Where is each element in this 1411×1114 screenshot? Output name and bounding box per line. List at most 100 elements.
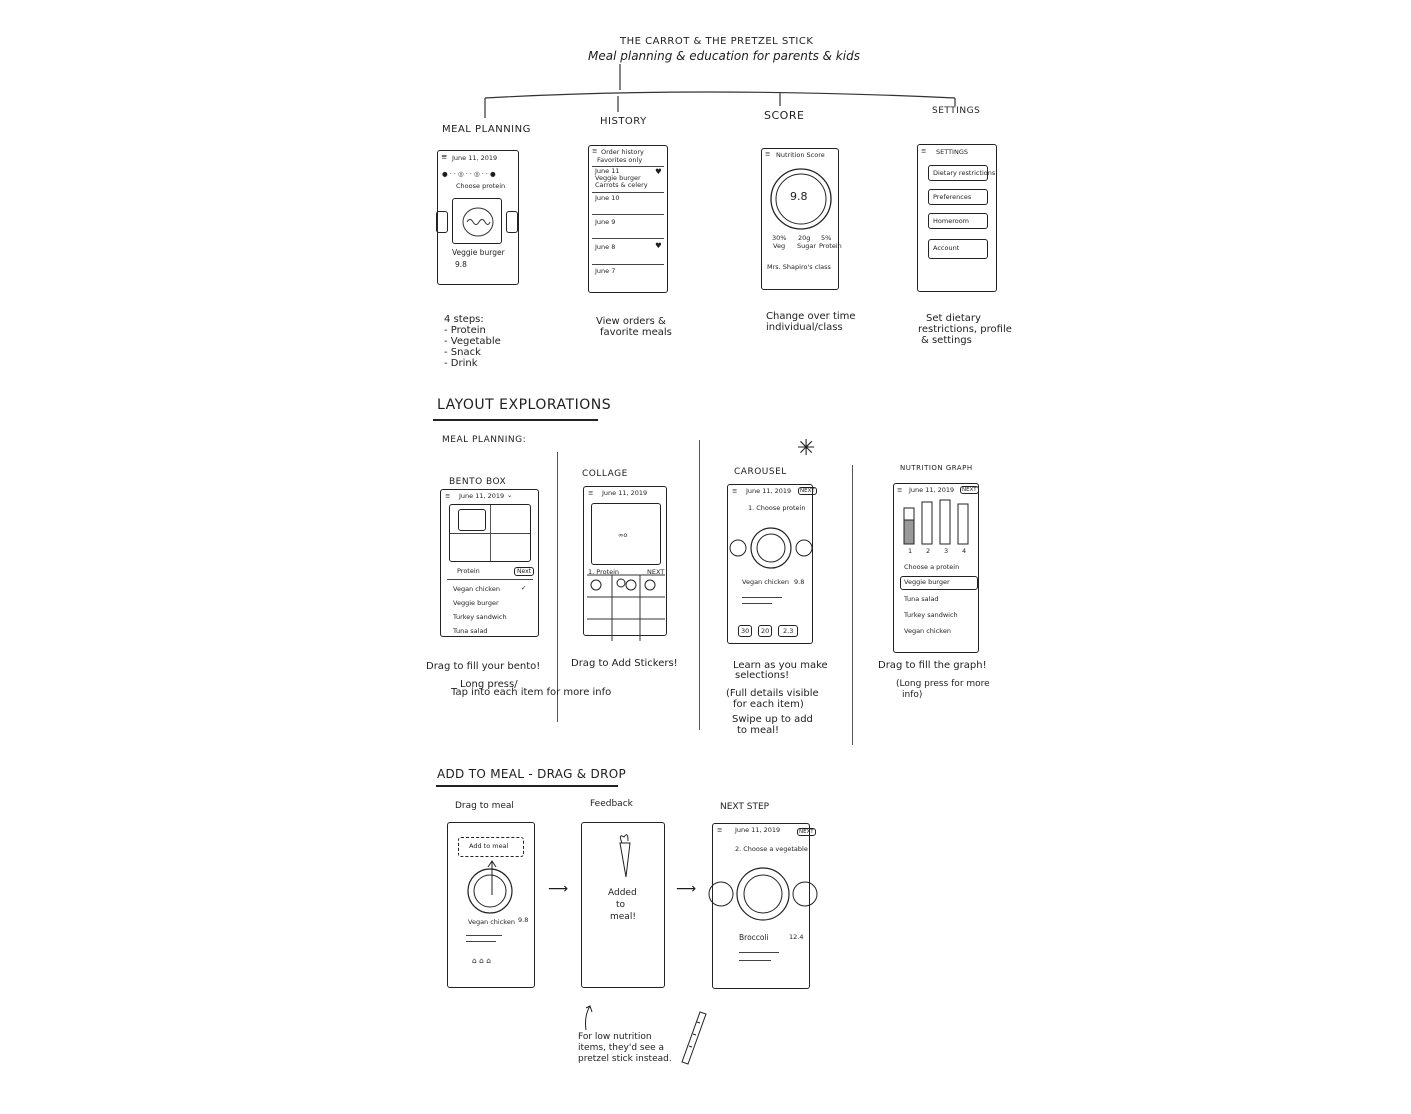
bento-item[interactable]: Veggie burger [453, 599, 499, 607]
graph-note-2: (Long press for more [896, 679, 990, 689]
carousel-note-5: Swipe up to add [732, 714, 813, 725]
carousel-plates [729, 527, 813, 569]
graph-item[interactable]: Vegan chicken [904, 627, 951, 635]
layout-explorations-subtitle: MEAL PLANNING: [442, 435, 527, 445]
carousel-step: 1. Choose protein [748, 504, 806, 512]
heart-icon: ♥ [655, 167, 662, 176]
settings-item-preferences: Preferences [928, 189, 988, 205]
option-icons: ⌂ ⌂ ⌂ [472, 956, 492, 965]
carousel-stat: 20 [758, 625, 773, 637]
carousel-label: CAROUSEL [734, 467, 787, 477]
settings-header: SETTINGS [936, 148, 969, 156]
add-to-meal-target[interactable]: Add to meal [458, 837, 524, 857]
bento-item[interactable]: Vegan chicken [453, 585, 500, 593]
graph-step-label: Choose a protein [904, 563, 960, 571]
divider [592, 214, 664, 215]
history-note-2: favorite meals [600, 327, 672, 338]
history-tab-orders: Order history [601, 148, 644, 156]
carousel-item: Vegan chicken [742, 578, 789, 586]
settings-item-label: Account [933, 244, 960, 252]
section-label-history: HISTORY [600, 116, 647, 127]
add-to-meal-title: ADD TO MEAL - DRAG & DROP [437, 767, 627, 781]
collage-note: Drag to Add Stickers! [571, 658, 678, 669]
next-step-next-button[interactable]: NEXT [797, 828, 816, 836]
graph-item-label: Veggie burger [904, 578, 950, 586]
carousel-note-1: Learn as you make [733, 660, 828, 671]
graph-item-selected[interactable]: Veggie burger [900, 576, 978, 590]
history-entry-3: June 9 [595, 218, 616, 226]
arrow-right-icon: ⟶ [548, 881, 569, 897]
bento-item[interactable]: Turkey sandwich [453, 613, 507, 621]
feedback-sketch: Added to meal! [581, 822, 665, 988]
history-entry-4: June 8 [595, 243, 616, 251]
bento-note-3: Tap into each item for more info [451, 687, 612, 698]
drag-score: 9.8 [518, 916, 529, 924]
carousel-stat: 2.3 [778, 625, 799, 637]
meal-planning-note-5: - Drink [444, 358, 478, 369]
step-dots: ● · · ◎ · · ◎ · · ● [442, 170, 496, 178]
settings-item-label: Homeroom [933, 217, 970, 225]
settings-item-homeroom: Homeroom [928, 213, 988, 229]
history-entry-1-sub: Carrots & celery [595, 181, 648, 189]
menu-icon: ≡ [897, 486, 903, 494]
carousel-note-3: (Full details visible [726, 688, 819, 699]
pretzel-note-2: items, they'd see a [578, 1043, 665, 1053]
bento-note-2: Long press/ [460, 679, 518, 690]
next-card [506, 211, 518, 233]
sticker-cluster-icon: ∞o [618, 531, 628, 539]
collage-next[interactable]: NEXT [647, 568, 665, 576]
arrow-right-icon: ⟶ [676, 881, 697, 897]
stat-3-label: Protein [819, 242, 842, 250]
history-entry-1-item: Veggie burger [595, 174, 641, 182]
sitemap-connectors [484, 64, 956, 118]
bento-item[interactable]: Tuna salad [453, 627, 488, 635]
graph-step-2: 2 [926, 547, 931, 555]
next-step-step: 2. Choose a vegetable [735, 845, 808, 853]
carousel-next-button[interactable]: NEXT [798, 487, 817, 495]
next-step-item: Broccoli [739, 933, 769, 942]
chevron-down-icon: ⌄ [507, 491, 513, 499]
app-subtitle: Meal planning & education for parents & … [588, 49, 860, 63]
bento-date: June 11, 2019 [459, 492, 505, 500]
food-sketch-icon [462, 207, 494, 237]
stat-1: 30% [772, 234, 787, 242]
settings-sketch: ≡ SETTINGS Dietary restrictions Preferen… [917, 144, 997, 292]
settings-note-1: Set dietary [926, 313, 981, 324]
teacher-label: Mrs. Shapiro's class [767, 263, 831, 271]
collage-sketch: ≡ June 11, 2019 ∞o 1. Protein NEXT [583, 486, 667, 641]
graph-item[interactable]: Tuna salad [904, 595, 939, 603]
app-title: THE CARROT & THE PRETZEL STICK [620, 36, 814, 47]
graph-step-1: 1 [908, 547, 913, 555]
meal-planning-note-2: - Protein [444, 325, 486, 336]
settings-item-label: Dietary restrictions [933, 169, 996, 177]
carousel-date: June 11, 2019 [746, 487, 792, 495]
divider [739, 952, 779, 953]
divider [592, 238, 664, 239]
date-label: June 11, 2019 [452, 154, 498, 162]
settings-note-2: restrictions, profile [918, 324, 1012, 335]
pretzel-note-1: For low nutrition [578, 1032, 652, 1042]
section-label-meal-planning: MEAL PLANNING [442, 124, 531, 135]
score-sketch: ≡ Nutrition Score 9.8 30% Veg 20g Sugar … [761, 148, 842, 290]
graph-note-1: Drag to fill the graph! [878, 660, 987, 671]
score-ring [770, 168, 832, 230]
column-divider [852, 465, 854, 745]
menu-icon: ≡ [732, 487, 738, 495]
drag-label: Drag to meal [455, 801, 514, 811]
bento-next-button[interactable]: Next [514, 567, 534, 576]
history-tab-favorites: Favorites only [597, 156, 643, 164]
nutrition-graph-sketch: ≡ June 11, 2019 NEXT 1 2 3 4 Choose a pr… [893, 483, 979, 653]
graph-item[interactable]: Turkey sandwich [904, 611, 958, 619]
graph-note-3: info) [902, 690, 923, 700]
meal-planning-sketch: ≡ June 11, 2019 ● · · ◎ · · ◎ · · ● Choo… [436, 150, 519, 285]
next-step-score: 12.4 [789, 933, 804, 941]
graph-step-4: 4 [962, 547, 967, 555]
graph-next-button[interactable]: NEXT [960, 486, 979, 494]
pretzel-note-3: pretzel stick instead. [578, 1054, 672, 1064]
stat-2-label: Sugar [797, 242, 817, 250]
drag-arrow-and-plate [467, 860, 513, 914]
divider [592, 264, 664, 265]
next-step-sketch: ≡ June 11, 2019 NEXT 2. Choose a vegetab… [708, 823, 818, 989]
bento-sketch: ≡ June 11, 2019 ⌄ Protein Next Vegan chi… [440, 489, 539, 637]
stat-1-label: Veg [773, 242, 786, 250]
